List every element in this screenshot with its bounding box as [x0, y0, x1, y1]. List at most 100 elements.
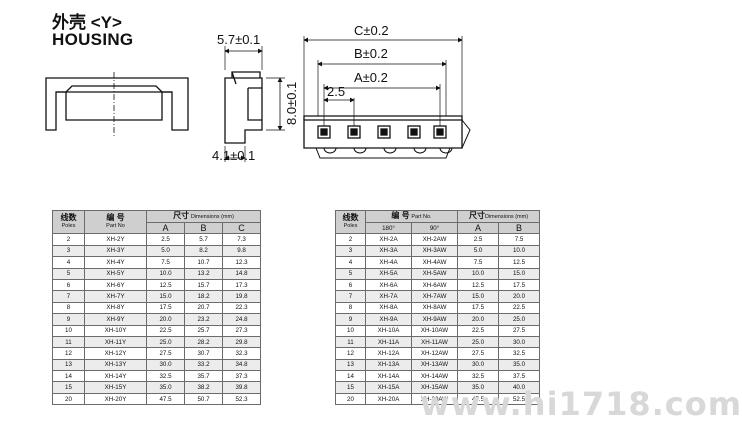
dim-b-cell: 50.7 — [184, 392, 223, 406]
header-180: 180° — [365, 221, 412, 235]
part-90-cell: XH-6AW — [411, 278, 458, 292]
dim-b-cell: 25.0 — [498, 313, 540, 326]
part-180-cell: XH-6A — [365, 278, 412, 292]
dim-b-cell: 20.7 — [184, 301, 223, 315]
part-90-cell: XH-9AW — [411, 313, 458, 326]
poles-cell: 10 — [335, 324, 366, 337]
poles-cell: 7 — [335, 290, 366, 303]
housing-front-view — [45, 72, 189, 136]
poles-cell: 10 — [52, 324, 85, 337]
dim-c-cell: 19.8 — [222, 290, 261, 303]
poles-cell: 12 — [52, 347, 85, 360]
dim-a-cell: 27.5 — [457, 347, 499, 360]
dim-a-cell: 17.5 — [146, 301, 185, 315]
poles-cell: 13 — [335, 358, 366, 372]
dim-a-cell: 10.0 — [146, 267, 185, 280]
dim-a-cell: 22.5 — [146, 324, 185, 337]
dim-b-cell: 28.2 — [184, 335, 223, 349]
dim-c-cell: 39.8 — [222, 381, 261, 394]
poles-cell: 2 — [52, 233, 85, 246]
part-90-cell: XH-14AW — [411, 370, 458, 383]
pitch-label: 2.5 — [327, 84, 345, 99]
dim-c-cell: 7.3 — [222, 233, 261, 246]
poles-cell: 4 — [52, 256, 85, 269]
part-180-cell: XH-9A — [365, 313, 412, 326]
dim-a-cell: 20.0 — [146, 313, 185, 326]
part-180-cell: XH-7A — [365, 290, 412, 303]
dim-b-cell: 10.0 — [498, 244, 540, 258]
poles-cell: 5 — [52, 267, 85, 280]
part-90-cell: XH-13AW — [411, 358, 458, 372]
part-90-cell: XH-5AW — [411, 267, 458, 280]
poles-cell: 8 — [335, 301, 366, 315]
part-180-cell: XH-4A — [365, 256, 412, 269]
part-no-cell: XH-8Y — [84, 301, 147, 315]
part-90-cell: XH-2AW — [411, 233, 458, 246]
dim-a-cell: 2.5 — [146, 233, 185, 246]
dim-c-cell: 37.3 — [222, 370, 261, 383]
dim-a-cell: 7.5 — [457, 256, 499, 269]
part-180-cell: XH-12A — [365, 347, 412, 360]
part-90-cell: XH-12AW — [411, 347, 458, 360]
dim-c-cell: 9.8 — [222, 244, 261, 258]
part-90-cell: XH-4AW — [411, 256, 458, 269]
dim-c-cell: 52.3 — [222, 392, 261, 406]
part-no-cell: XH-2Y — [84, 233, 147, 246]
dim-b-label: B±0.2 — [354, 46, 388, 61]
poles-cell: 11 — [52, 335, 85, 349]
header-b: B — [184, 221, 223, 235]
dim-b-cell: 13.2 — [184, 267, 223, 280]
poles-cell: 6 — [335, 278, 366, 292]
section-title-en: HOUSING — [52, 30, 134, 49]
poles-cell: 2 — [335, 233, 366, 246]
header-b: B — [498, 221, 540, 235]
poles-cell: 9 — [52, 313, 85, 326]
dim-a-cell: 10.0 — [457, 267, 499, 280]
dim-c-cell: 27.3 — [222, 324, 261, 337]
poles-cell: 7 — [52, 290, 85, 303]
side-height-dim: 8.0±0.1 — [284, 82, 299, 125]
part-180-cell: XH-10A — [365, 324, 412, 337]
dim-a-cell: 12.5 — [457, 278, 499, 292]
dim-b-cell: 30.0 — [498, 335, 540, 349]
part-no-cell: XH-7Y — [84, 290, 147, 303]
dim-c-cell: 32.3 — [222, 347, 261, 360]
part-180-cell: XH-14A — [365, 370, 412, 383]
part-90-cell: XH-10AW — [411, 324, 458, 337]
poles-cell: 11 — [335, 335, 366, 349]
part-180-cell: XH-15A — [365, 381, 412, 394]
header-90: 90° — [411, 221, 458, 235]
poles-cell: 4 — [335, 256, 366, 269]
dim-a-cell: 32.5 — [457, 370, 499, 383]
part-no-cell: XH-11Y — [84, 335, 147, 349]
dim-b-cell: 32.5 — [498, 347, 540, 360]
dim-a-cell: 32.5 — [146, 370, 185, 383]
dim-b-cell: 5.7 — [184, 233, 223, 246]
poles-cell: 15 — [335, 381, 366, 394]
part-no-cell: XH-15Y — [84, 381, 147, 394]
dim-b-cell: 15.0 — [498, 267, 540, 280]
dim-a-cell: 30.0 — [146, 358, 185, 372]
dim-c-cell: 22.3 — [222, 301, 261, 315]
poles-cell: 12 — [335, 347, 366, 360]
